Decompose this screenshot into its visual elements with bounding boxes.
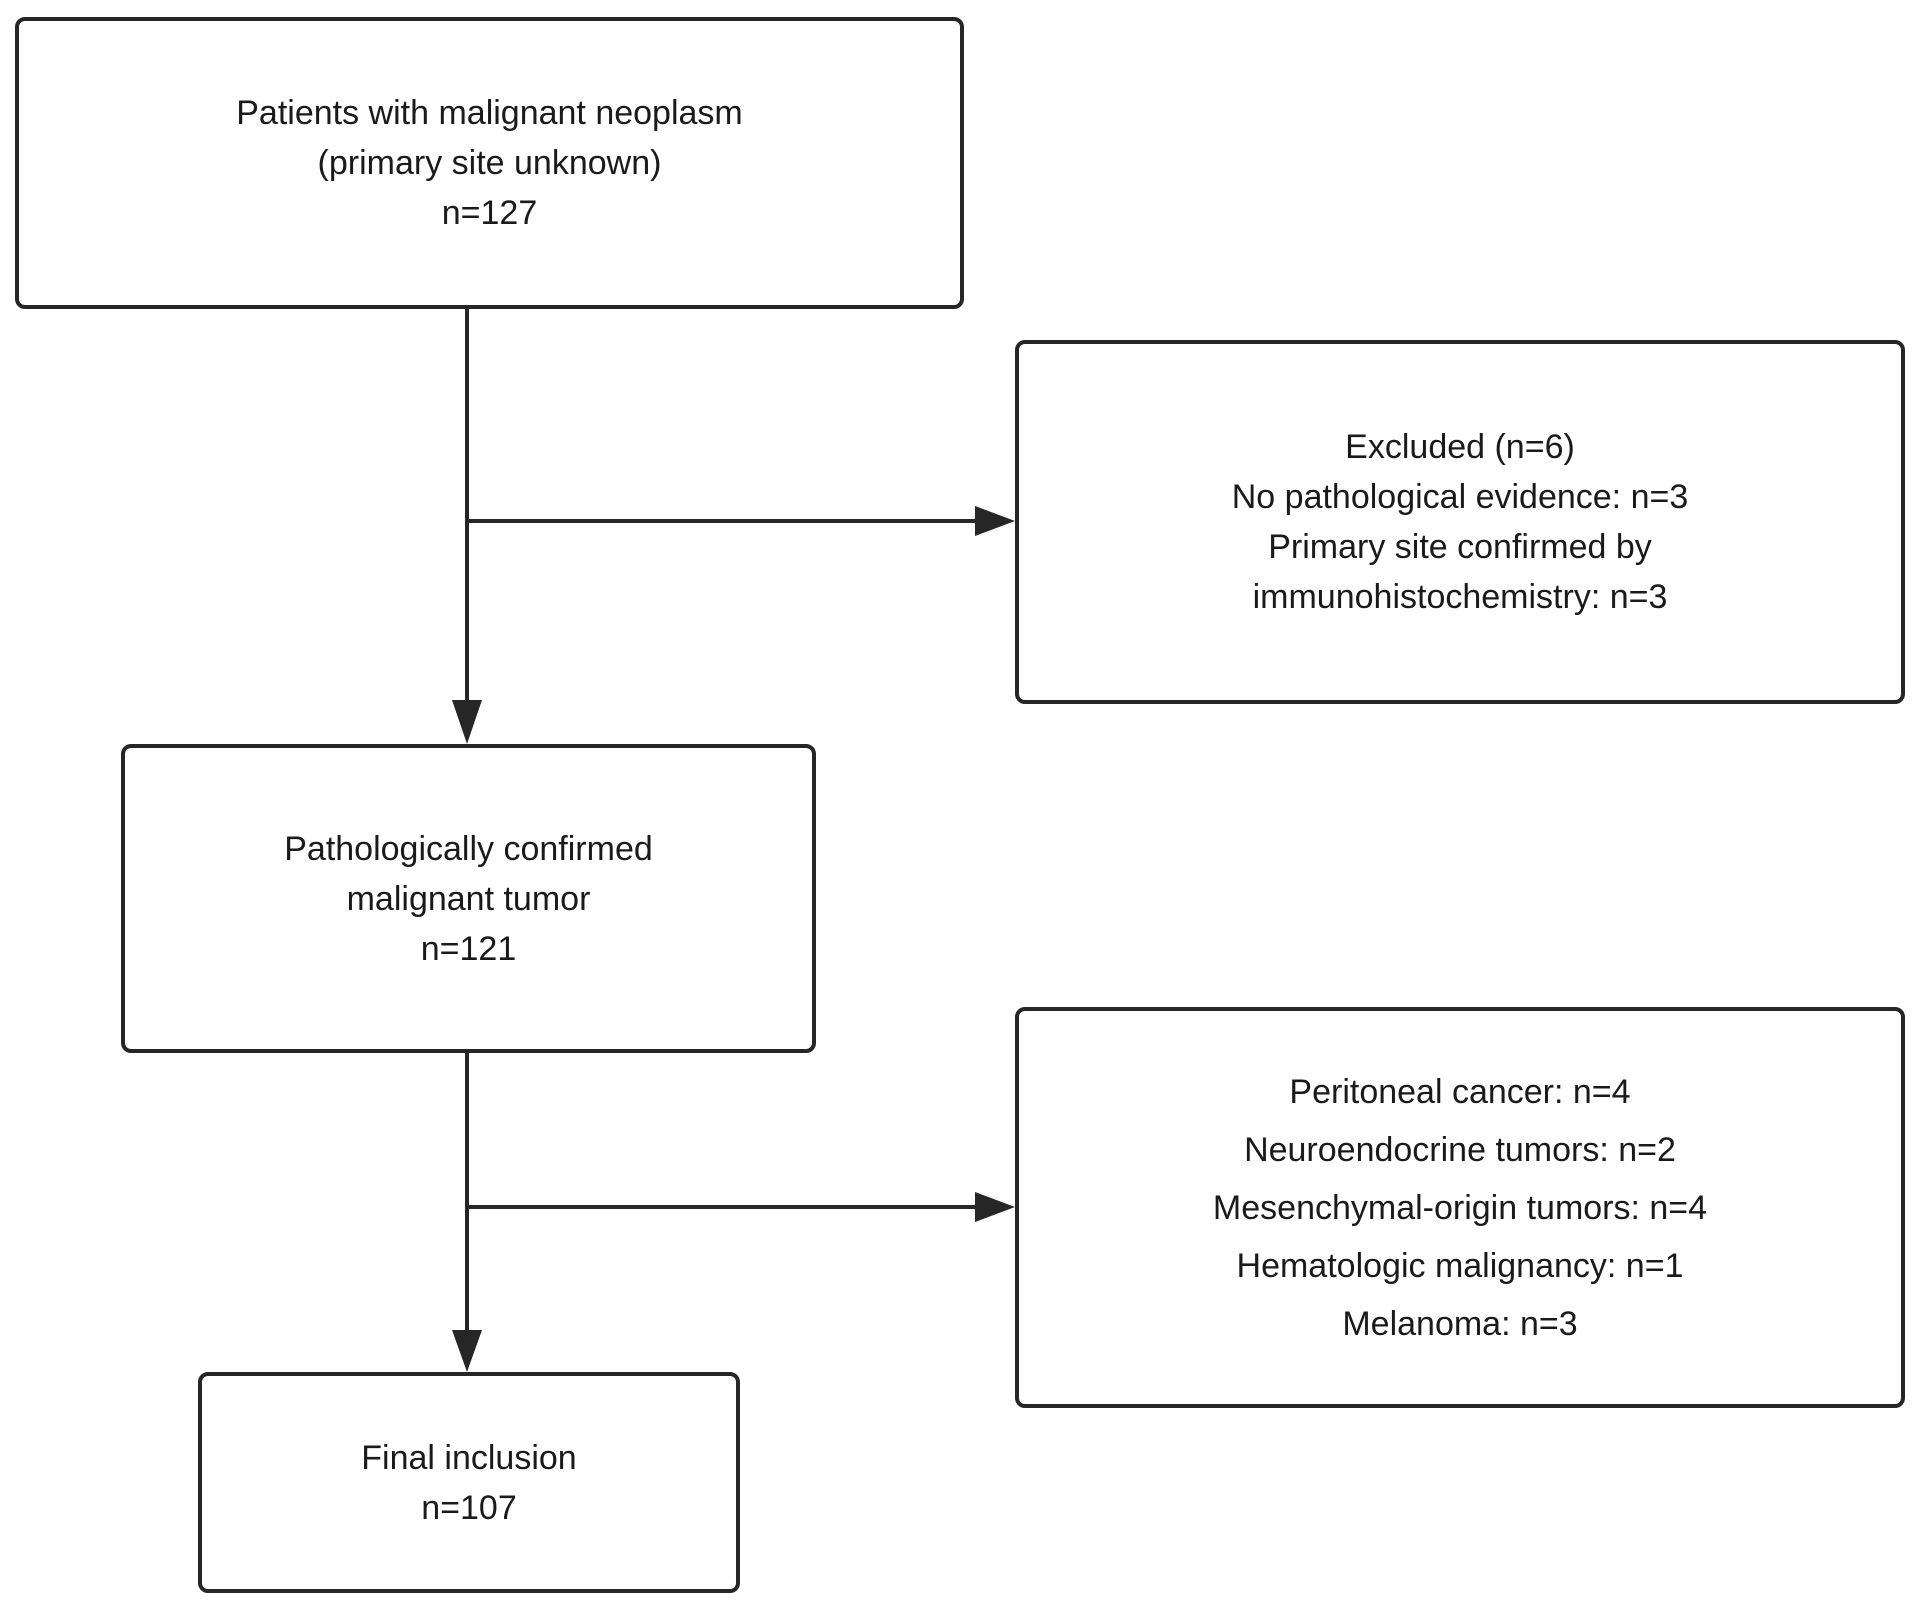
box-line: Hematologic malignancy: n=1 — [1236, 1246, 1684, 1285]
box-line: Pathologically confirmed — [284, 829, 653, 868]
box-line: n=107 — [421, 1488, 517, 1527]
box-line: immunohistochemistry: n=3 — [1252, 578, 1668, 616]
arrowhead-final — [452, 1330, 482, 1372]
box-line: malignant tumor — [346, 879, 591, 918]
box-line: Melanoma: n=3 — [1342, 1304, 1578, 1343]
box-line: (primary site unknown) — [317, 144, 662, 182]
box-line: Peritoneal cancer: n=4 — [1289, 1072, 1631, 1111]
box-line: Primary site confirmed by — [1268, 528, 1652, 566]
box-line: Mesenchymal-origin tumors: n=4 — [1212, 1188, 1708, 1227]
arrowhead-excluded — [975, 506, 1015, 536]
box-tumor-subtypes: Peritoneal cancer: n=4 Neuroendocrine tu… — [1015, 1007, 1905, 1408]
box-line: n=127 — [441, 194, 538, 232]
box-line: n=121 — [420, 929, 517, 968]
box-line: Patients with malignant neoplasm — [236, 94, 743, 132]
box-line: Excluded (n=6) — [1345, 428, 1575, 466]
box-final-inclusion: Final inclusion n=107 — [198, 1372, 740, 1593]
arrowhead-subtypes — [975, 1192, 1015, 1222]
box-line: Final inclusion — [361, 1438, 577, 1477]
box-line: Neuroendocrine tumors: n=2 — [1244, 1130, 1676, 1169]
box-pathologically-confirmed: Pathologically confirmed malignant tumor… — [121, 744, 816, 1053]
box-line: No pathological evidence: n=3 — [1231, 478, 1689, 516]
box-excluded: Excluded (n=6) No pathological evidence:… — [1015, 340, 1905, 704]
box-patients-unknown-primary: Patients with malignant neoplasm (primar… — [15, 17, 964, 309]
arrowhead-confirmed — [452, 700, 482, 744]
